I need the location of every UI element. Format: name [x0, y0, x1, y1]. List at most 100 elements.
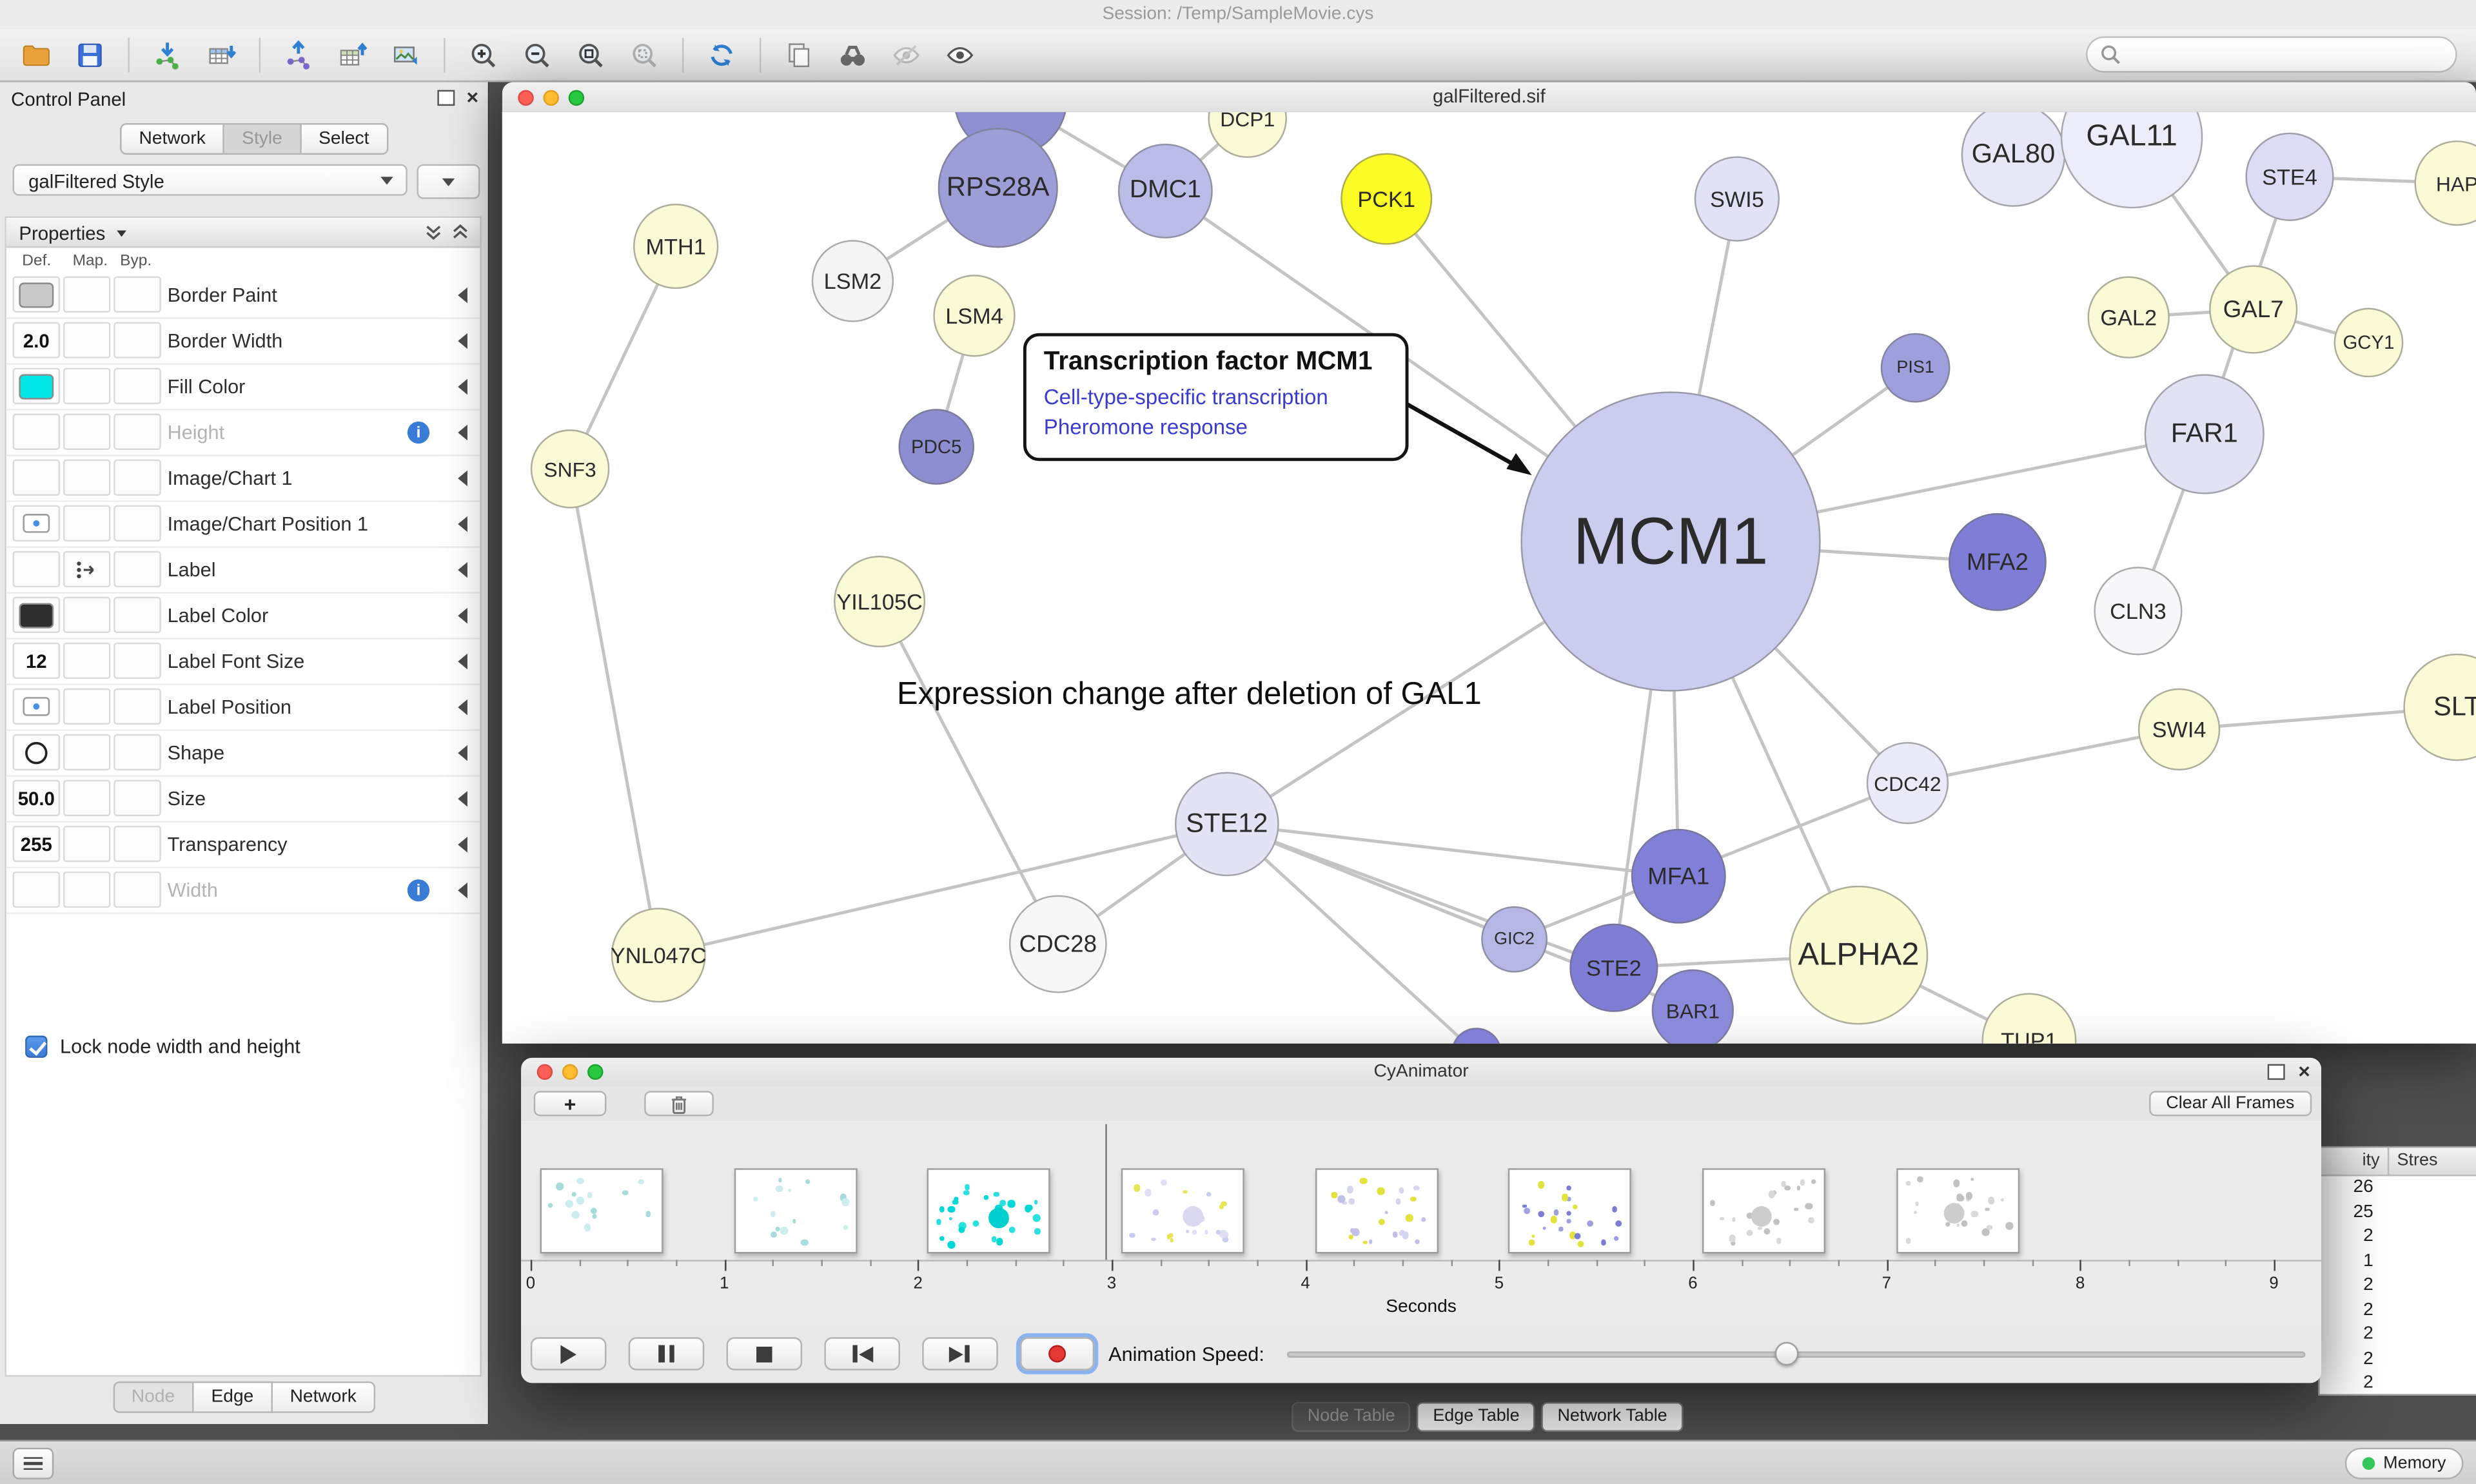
default-value-cell[interactable]: 12 [12, 642, 61, 679]
default-value-cell[interactable] [12, 871, 61, 908]
default-value-cell[interactable] [12, 688, 61, 725]
network-node-gal7[interactable]: GAL7 [2209, 265, 2298, 354]
bypass-cell[interactable] [113, 322, 161, 358]
properties-header[interactable]: Properties [6, 217, 480, 248]
default-value-cell[interactable] [12, 413, 61, 450]
bypass-cell[interactable] [113, 871, 161, 908]
export-network-button[interactable] [275, 34, 322, 75]
mapping-cell[interactable] [63, 413, 111, 450]
default-value-cell[interactable] [12, 596, 61, 634]
search-input[interactable] [2128, 41, 2456, 68]
default-value-cell[interactable]: 50.0 [12, 779, 61, 817]
table-row[interactable]: 2 [2320, 1372, 2476, 1396]
expand-arrow-icon[interactable] [458, 378, 467, 395]
lock-node-size-checkbox[interactable] [25, 1035, 48, 1058]
expand-arrow-icon[interactable] [458, 470, 467, 487]
bypass-cell[interactable] [113, 413, 161, 450]
default-value-cell[interactable]: 255 [12, 825, 61, 863]
network-node-lsm2[interactable]: LSM2 [811, 240, 894, 322]
network-node-mth1[interactable]: MTH1 [633, 203, 719, 289]
network-node-cln3[interactable]: CLN3 [2094, 567, 2183, 656]
zoom-selected-button[interactable] [620, 34, 667, 75]
import-table-button[interactable] [197, 34, 244, 75]
default-value-cell[interactable] [12, 367, 61, 404]
network-node-lsm4[interactable]: LSM4 [933, 275, 1016, 357]
add-frame-button[interactable]: + [533, 1091, 607, 1117]
expand-all-icon[interactable] [451, 222, 469, 241]
network-edge[interactable] [658, 822, 1228, 957]
table-row[interactable]: 2 [2320, 1298, 2476, 1323]
network-node-ste12[interactable]: STE12 [1175, 772, 1279, 877]
step-backward-button[interactable] [824, 1337, 900, 1371]
record-button[interactable] [1020, 1337, 1095, 1371]
expand-arrow-icon[interactable] [458, 561, 467, 578]
save-session-button[interactable] [66, 34, 113, 75]
close-window-button[interactable] [518, 89, 534, 105]
annotation-link[interactable]: Pheromone response [1043, 415, 1248, 439]
network-node-pck1[interactable]: PCK1 [1341, 153, 1433, 245]
tab-node-style[interactable]: Node [112, 1381, 194, 1413]
memory-button[interactable]: Memory [2345, 1447, 2464, 1479]
mapping-cell[interactable] [63, 367, 111, 404]
network-edge[interactable] [1226, 823, 1477, 1044]
network-node-dmc1[interactable]: DMC1 [1117, 143, 1213, 239]
open-session-button[interactable] [13, 34, 60, 75]
apply-layout-button[interactable] [698, 34, 745, 75]
zoom-window-button[interactable] [587, 1064, 604, 1080]
network-node-cdc28[interactable]: CDC28 [1008, 895, 1107, 993]
mapping-cell[interactable] [63, 825, 111, 863]
network-node-swi4[interactable]: SWI4 [2137, 688, 2221, 771]
bypass-cell[interactable] [113, 734, 161, 771]
bypass-cell[interactable] [113, 276, 161, 313]
play-button[interactable] [530, 1337, 607, 1371]
timeline-playhead[interactable] [1106, 1124, 1108, 1260]
network-node-gcy1[interactable]: GCY1 [2334, 308, 2404, 378]
network-edge[interactable] [1226, 822, 1679, 878]
clear-all-frames-button[interactable]: Clear All Frames [2148, 1091, 2312, 1117]
network-edge[interactable] [568, 468, 660, 956]
zoom-window-button[interactable] [568, 89, 585, 105]
network-node-rps28a[interactable]: RPS28A [938, 128, 1058, 248]
close-panel-icon[interactable]: × [2298, 1059, 2310, 1084]
frame-thumbnail-5[interactable] [1508, 1168, 1632, 1254]
expand-arrow-icon[interactable] [458, 516, 467, 532]
pause-button[interactable] [628, 1337, 705, 1371]
table-row[interactable]: 25 [2320, 1200, 2476, 1225]
minimize-window-button[interactable] [543, 89, 559, 105]
default-value-cell[interactable] [12, 459, 61, 496]
network-node-ynl047c[interactable]: YNL047C [611, 908, 707, 1003]
float-panel-icon[interactable] [2268, 1064, 2286, 1080]
network-node-gic2[interactable]: GIC2 [1481, 906, 1548, 973]
expand-arrow-icon[interactable] [458, 333, 467, 349]
expand-arrow-icon[interactable] [458, 836, 467, 853]
network-node-bar1[interactable]: BAR1 [1651, 969, 1734, 1044]
expand-arrow-icon[interactable] [458, 607, 467, 624]
network-edge[interactable] [878, 600, 1059, 945]
network-node-ste2[interactable]: STE2 [1569, 923, 1658, 1012]
mapping-cell[interactable] [63, 596, 111, 634]
network-node-swi5[interactable]: SWI5 [1694, 156, 1780, 242]
export-table-button[interactable] [328, 34, 375, 75]
table-row[interactable]: 26 [2320, 1176, 2476, 1200]
network-node-yil105c[interactable]: YIL105C [834, 556, 926, 648]
search-field[interactable] [2086, 36, 2457, 73]
expand-arrow-icon[interactable] [458, 287, 467, 304]
frame-thumbnail-7[interactable] [1896, 1168, 2019, 1254]
bypass-cell[interactable] [113, 825, 161, 863]
network-canvas[interactable]: Transcription factor MCM1 Cell-type-spec… [502, 112, 2476, 1044]
zoom-out-button[interactable] [513, 34, 560, 75]
table-column-header[interactable]: Stres [2397, 1151, 2438, 1170]
mapping-cell[interactable] [63, 551, 111, 588]
mapping-cell[interactable] [63, 459, 111, 496]
stop-button[interactable] [726, 1337, 803, 1371]
network-node-mfa2[interactable]: MFA2 [1949, 513, 2047, 611]
tab-edge-table[interactable]: Edge Table [1417, 1401, 1536, 1432]
frame-thumbnail-0[interactable] [540, 1168, 663, 1254]
step-forward-button[interactable] [922, 1337, 998, 1371]
network-edge[interactable] [1907, 728, 2180, 785]
first-neighbors-button[interactable] [829, 34, 876, 75]
network-node-hap[interactable]: HAP [2414, 140, 2476, 226]
mapping-cell[interactable] [63, 642, 111, 679]
bypass-cell[interactable] [113, 459, 161, 496]
expand-arrow-icon[interactable] [458, 653, 467, 670]
